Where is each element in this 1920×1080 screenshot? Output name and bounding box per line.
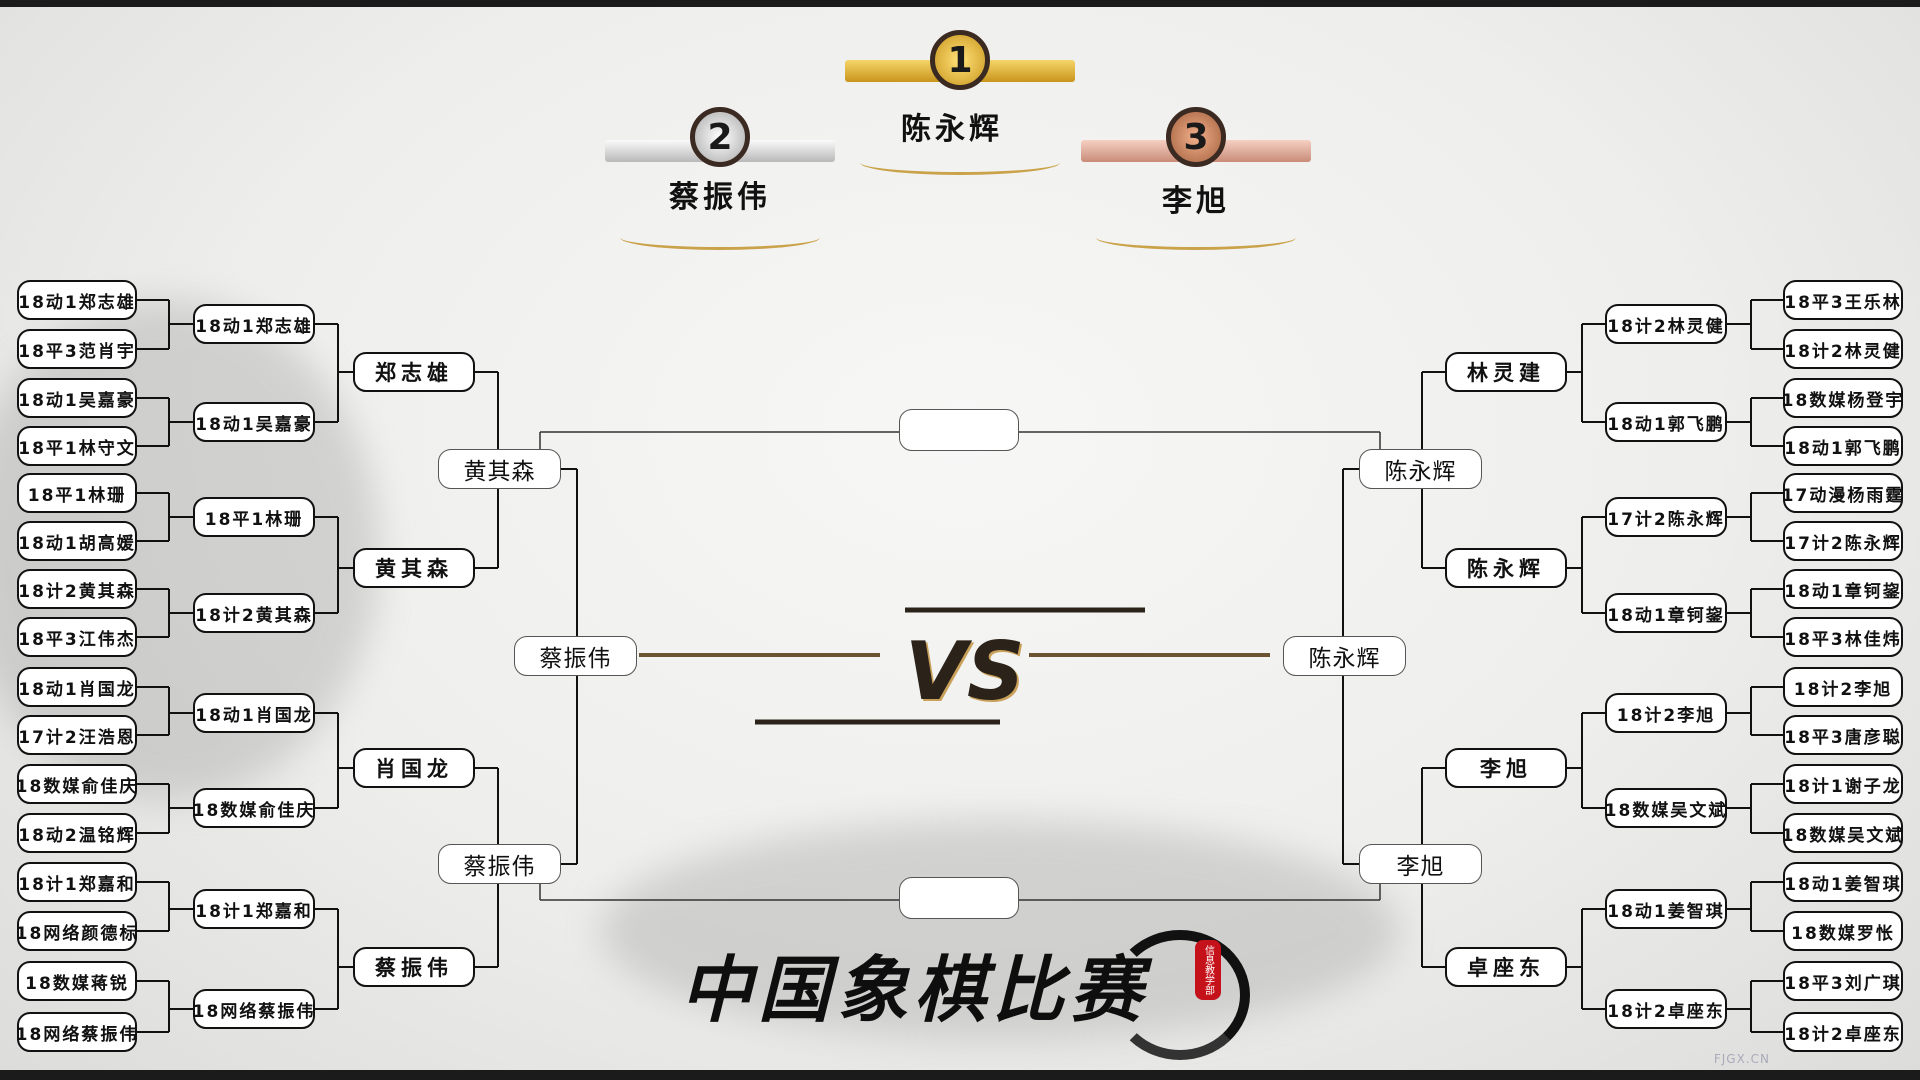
right-round2-player[interactable]: 18计2卓座东 (1605, 989, 1727, 1029)
final-slot-bottom[interactable] (899, 877, 1019, 919)
left-round2-player[interactable]: 18动1郑志雄 (193, 304, 315, 344)
right-round1-player[interactable]: 18计2卓座东 (1783, 1012, 1903, 1052)
right-round1-player[interactable]: 18动1姜智琪 (1783, 862, 1903, 902)
right-round2-player[interactable]: 18动1郭飞鹏 (1605, 402, 1727, 442)
ornament-divider (1096, 225, 1296, 250)
watermark: FJGX.CN (1713, 1052, 1770, 1066)
right-round2-player[interactable]: 18计2林灵健 (1605, 304, 1727, 344)
left-round2-player[interactable]: 18计2黄其森 (193, 593, 315, 633)
bottom-bar (0, 1070, 1920, 1080)
vs-emblem: VS (905, 625, 1025, 718)
ornament-divider (860, 150, 1060, 175)
left-round1-player[interactable]: 18网络颜德标 (16, 911, 137, 951)
left-round2-player[interactable]: 18动1肖国龙 (193, 693, 315, 733)
left-round1-player[interactable]: 18平1林珊 (17, 473, 137, 513)
red-seal-stamp: 信息教学部 (1195, 940, 1221, 1000)
rank-3: 3 (1183, 116, 1209, 158)
silver-medal-icon: 2 (690, 107, 750, 167)
right-round1-player[interactable]: 18计2林灵健 (1783, 329, 1903, 369)
right-round1-player[interactable]: 18数媒杨登宇 (1782, 378, 1903, 418)
right-round4-player[interactable]: 李旭 (1359, 844, 1482, 884)
left-round1-player[interactable]: 18平3范肖宇 (17, 329, 137, 369)
rank-2: 2 (707, 116, 733, 158)
left-round4-player[interactable]: 蔡振伟 (438, 844, 561, 884)
left-round3-player[interactable]: 肖国龙 (353, 748, 475, 788)
bronze-medal-icon: 3 (1166, 107, 1226, 167)
left-round2-player[interactable]: 18数媒俞佳庆 (193, 788, 315, 828)
right-round1-player[interactable]: 18平3唐彦聪 (1783, 715, 1903, 755)
left-round2-player[interactable]: 18计1郑嘉和 (193, 889, 315, 929)
right-round3-player[interactable]: 卓座东 (1445, 947, 1567, 987)
left-round1-player[interactable]: 18动1郑志雄 (17, 280, 137, 320)
runner-up-name: 蔡振伟 (669, 180, 771, 215)
right-round2-player[interactable]: 18动1章钶鋆 (1605, 593, 1727, 633)
right-round1-player[interactable]: 18计2李旭 (1783, 667, 1903, 707)
left-round2-player[interactable]: 18网络蔡振伟 (193, 989, 315, 1029)
left-round2-player[interactable]: 18平1林珊 (193, 497, 315, 537)
left-round1-player[interactable]: 18动1胡高媛 (17, 521, 137, 561)
brush-circle-decoration (1110, 930, 1250, 1060)
right-round2-player[interactable]: 18计2李旭 (1605, 693, 1727, 733)
rank-1: 1 (947, 39, 973, 81)
right-round1-player[interactable]: 18数媒罗怅 (1783, 911, 1903, 951)
left-round1-player[interactable]: 17计2汪浩恩 (17, 715, 137, 755)
left-round3-player[interactable]: 蔡振伟 (353, 947, 475, 987)
top-bar (0, 0, 1920, 7)
right-round3-player[interactable]: 李旭 (1445, 748, 1567, 788)
right-round1-player[interactable]: 17动漫杨雨霆 (1782, 473, 1903, 513)
right-semifinal-player[interactable]: 陈永辉 (1283, 636, 1406, 676)
ornament-divider (620, 225, 820, 250)
left-round1-player[interactable]: 18网络蔡振伟 (16, 1012, 137, 1052)
right-round2-player[interactable]: 18动1姜智琪 (1605, 889, 1727, 929)
left-round2-player[interactable]: 18动1吴嘉豪 (193, 402, 315, 442)
right-round4-player[interactable]: 陈永辉 (1359, 449, 1482, 489)
left-round1-player[interactable]: 18数媒蒋锐 (17, 961, 137, 1001)
left-semifinal-player[interactable]: 蔡振伟 (514, 636, 637, 676)
event-title: 中国象棋比赛 (680, 947, 1149, 1032)
right-round1-player[interactable]: 18数媒吴文斌 (1782, 813, 1903, 853)
left-round1-player[interactable]: 18平1林守文 (17, 426, 137, 466)
right-round2-player[interactable]: 18数媒吴文斌 (1605, 788, 1727, 828)
right-round1-player[interactable]: 18动1章钶鋆 (1783, 569, 1903, 609)
left-round1-player[interactable]: 18数媒俞佳庆 (16, 764, 137, 804)
left-round3-player[interactable]: 黄其森 (353, 548, 475, 588)
left-round1-player[interactable]: 18平3江伟杰 (17, 617, 137, 657)
left-round1-player[interactable]: 18动1吴嘉豪 (17, 378, 137, 418)
right-round1-player[interactable]: 17计2陈永辉 (1783, 521, 1903, 561)
champion-name: 陈永辉 (901, 112, 1003, 147)
right-round1-player[interactable]: 18动1郭飞鹏 (1783, 426, 1903, 466)
right-round1-player[interactable]: 18平3刘广琪 (1783, 961, 1903, 1001)
left-round1-player[interactable]: 18计1郑嘉和 (17, 862, 137, 902)
final-slot-top[interactable] (899, 409, 1019, 451)
right-round1-player[interactable]: 18平3王乐林 (1783, 280, 1903, 320)
gold-medal-icon: 1 (930, 30, 990, 90)
right-round3-player[interactable]: 陈永辉 (1445, 548, 1567, 588)
ink-mountain-decoration (600, 820, 1400, 1040)
left-round4-player[interactable]: 黄其森 (438, 449, 561, 489)
right-round3-player[interactable]: 林灵建 (1445, 352, 1567, 392)
left-round1-player[interactable]: 18动2温铭辉 (17, 813, 137, 853)
third-place-name: 李旭 (1162, 184, 1230, 219)
right-round2-player[interactable]: 17计2陈永辉 (1605, 497, 1727, 537)
left-round1-player[interactable]: 18计2黄其森 (17, 569, 137, 609)
left-round1-player[interactable]: 18动1肖国龙 (17, 667, 137, 707)
right-round1-player[interactable]: 18平3林佳炜 (1783, 617, 1903, 657)
left-round3-player[interactable]: 郑志雄 (353, 352, 475, 392)
right-round1-player[interactable]: 18计1谢子龙 (1783, 764, 1903, 804)
